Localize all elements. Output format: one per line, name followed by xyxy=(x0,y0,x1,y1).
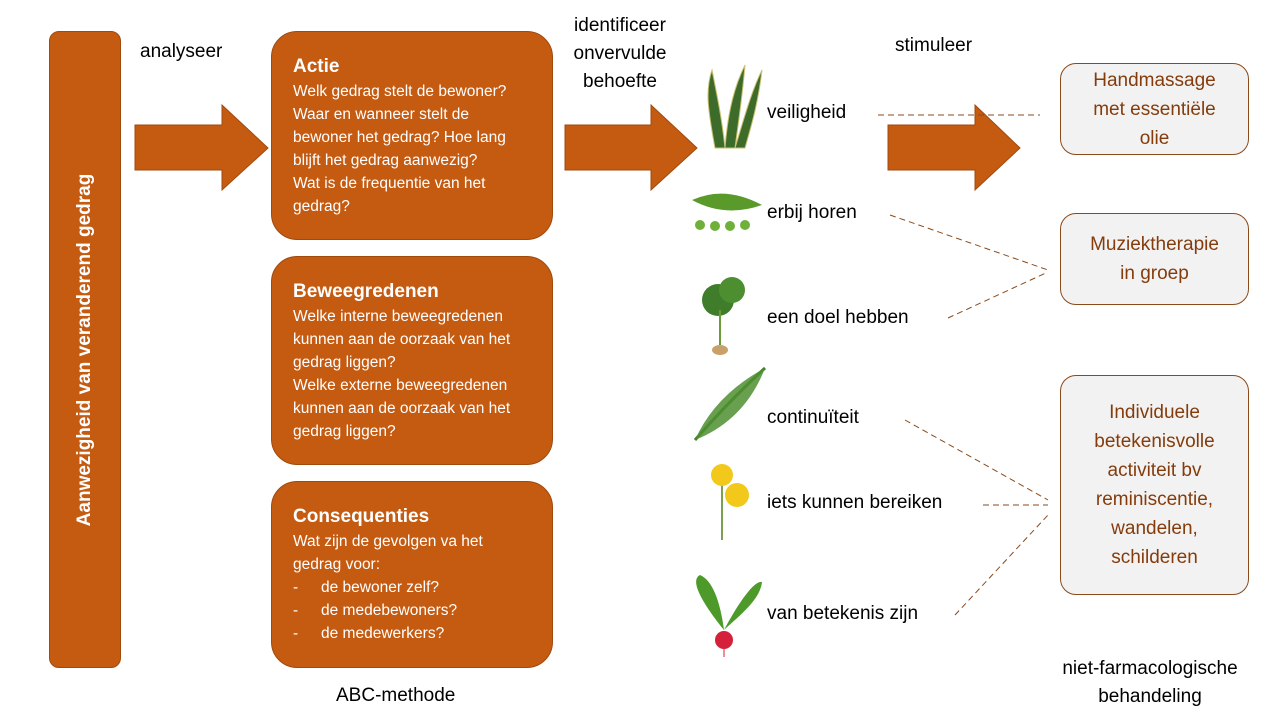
link-doel xyxy=(947,271,1049,319)
treatment-handmassage: Handmassage met essentiële olie xyxy=(1060,63,1249,155)
snake-plant-icon xyxy=(707,64,763,149)
item-text: de medewerkers? xyxy=(321,625,445,642)
radish-icon xyxy=(696,575,762,657)
need-label: erbij horen xyxy=(767,202,857,223)
step-identify: identificeer onvervulde behoefte xyxy=(573,15,667,92)
bullet: - xyxy=(293,602,299,619)
arrow-identify xyxy=(564,103,698,192)
box-beweegredenen: Beweegredenen Welke interne beweegredene… xyxy=(271,256,553,465)
need-label: van betekenis zijn xyxy=(767,603,919,624)
arrow-stimulate xyxy=(887,103,1021,192)
dandelion-icon xyxy=(711,464,749,540)
link-erbij-horen xyxy=(889,214,1049,271)
step-analyse: analyseer xyxy=(140,41,223,62)
fern-icon xyxy=(693,366,767,441)
consequenties-list: - de bewoner zelf? - de medebewoners? - de … xyxy=(293,576,532,645)
treatment-caption: niet-farmacologische behandeling xyxy=(1062,658,1238,707)
link-continuiteit xyxy=(904,419,1049,501)
treatment-individueel: Individuele betekenisvolle activiteit bv… xyxy=(1060,375,1249,595)
actie-title: Actie xyxy=(293,56,340,77)
trigger-label: Aanwezigheid van veranderend gedrag xyxy=(74,173,95,526)
item-text: de medebewoners? xyxy=(321,602,458,619)
list-item: - de medewerkers? xyxy=(293,622,532,645)
item-text: de bewoner zelf? xyxy=(321,579,440,596)
consequenties-body: Wat zijn de gevolgen va het gedrag voor: xyxy=(293,533,483,573)
arrow-analyse xyxy=(134,103,269,192)
actie-body: Welk gedrag stelt de bewoner? Waar en wa… xyxy=(293,83,507,215)
pea-pod-icon xyxy=(692,193,762,231)
list-item: - de bewoner zelf? xyxy=(293,576,532,599)
beweegredenen-title: Beweegredenen xyxy=(293,281,439,302)
bullet: - xyxy=(293,625,299,642)
treatment-muziektherapie: Muziektherapie in groep xyxy=(1060,213,1249,305)
trigger-bar: Aanwezigheid van veranderend gedrag xyxy=(49,31,121,668)
box-consequenties: Consequenties Wat zijn de gevolgen va he… xyxy=(271,481,553,668)
need-label: veiligheid xyxy=(767,102,847,123)
abc-caption: ABC-methode xyxy=(336,685,456,706)
list-item: - de medebewoners? xyxy=(293,599,532,622)
link-betekenis xyxy=(954,514,1049,616)
beweegredenen-body: Welke interne beweegredenen kunnen aan d… xyxy=(293,308,511,440)
parsley-root-icon xyxy=(702,277,745,355)
box-actie: Actie Welk gedrag stelt de bewoner? Waar… xyxy=(271,31,553,240)
bullet: - xyxy=(293,579,299,596)
consequenties-title: Consequenties xyxy=(293,506,430,527)
step-stimulate: stimuleer xyxy=(895,35,973,56)
need-label: een doel hebben xyxy=(767,307,909,328)
need-label: continuïteit xyxy=(767,407,859,428)
need-label: iets kunnen bereiken xyxy=(767,492,943,513)
